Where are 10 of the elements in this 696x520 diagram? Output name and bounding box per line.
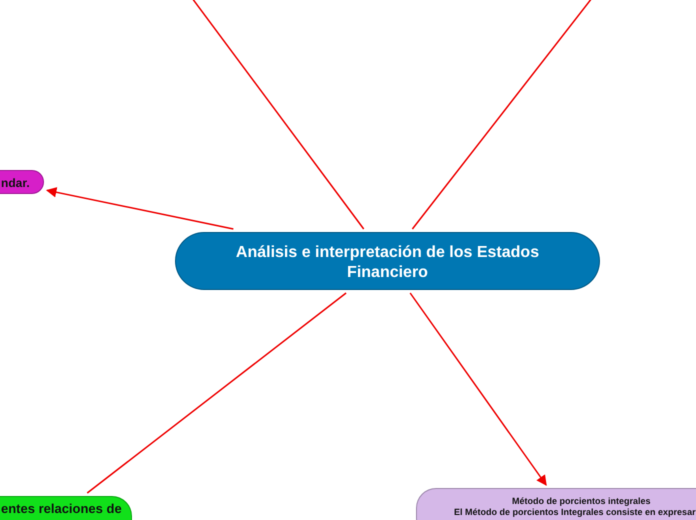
connector-line [191,0,364,230]
connector-line [410,292,547,486]
topic-title: ndar. [1,176,31,191]
connector-line [86,292,347,494]
topic-description: El Método de porcientos Integrales consiste en expresar [454,507,696,518]
connector-line [46,187,234,230]
topic-title: entes relaciones de [1,501,123,518]
topic-title: Método de porcientos integrales [512,496,652,508]
connector-line [412,0,593,230]
topic-title: Análisis e interpretación de los Estados Financiero [234,243,540,283]
